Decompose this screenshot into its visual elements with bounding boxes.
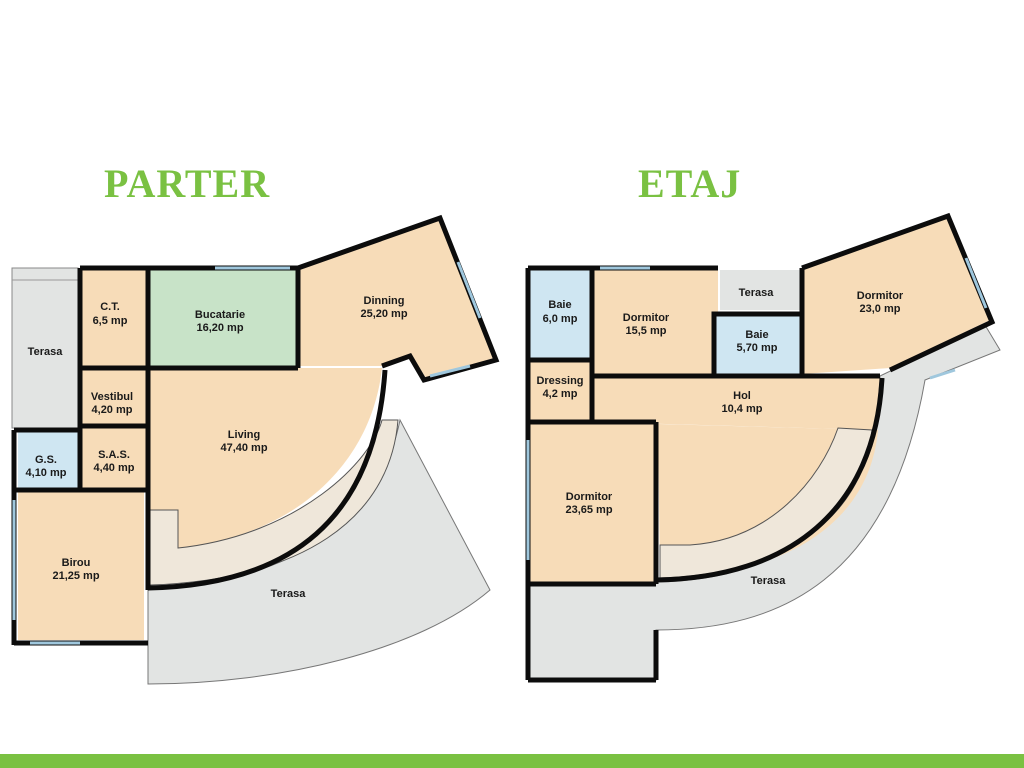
- parter-gs-name: G.S.: [35, 454, 57, 466]
- parter-bucatarie-area: 16,20 mp: [196, 322, 243, 334]
- parter-sas-shape: [82, 428, 148, 488]
- etaj-dormitor3-shape: [530, 424, 654, 582]
- etaj-plan: Baie 6,0 mp Dormitor 15,5 mp Terasa Baie…: [525, 212, 1001, 683]
- parter-sas-name: S.A.S.: [98, 449, 130, 461]
- etaj-baie2-area: 5,70 mp: [737, 342, 778, 354]
- parter-windows: [12, 261, 482, 645]
- parter-living-name: Living: [228, 429, 260, 441]
- etaj-dressing-name: Dressing: [536, 375, 583, 387]
- parter-ct-shape: [82, 270, 148, 366]
- etaj-dormitor2-shape: [802, 218, 990, 374]
- etaj-top-terrace-shape: [720, 270, 800, 310]
- parter-sas-area: 4,40 mp: [94, 462, 135, 474]
- etaj-hol-name: Hol: [733, 390, 751, 402]
- parter-gs-area: 4,10 mp: [26, 467, 67, 479]
- parter-ct-area: 6,5 mp: [93, 315, 128, 327]
- etaj-baie2-shape: [716, 316, 802, 374]
- parter-living-area: 47,40 mp: [220, 442, 267, 454]
- etaj-dressing-shape: [530, 362, 592, 420]
- parter-living-shape: [150, 368, 382, 548]
- parter-dinning-area: 25,20 mp: [360, 308, 407, 320]
- parter-kitchen-shape: [150, 270, 298, 366]
- parter-terasa-left-name: Terasa: [28, 346, 64, 358]
- parter-vestibul-shape: [82, 370, 148, 424]
- bottom-accent-bar: [0, 754, 1024, 768]
- parter-dinning-name: Dinning: [364, 295, 405, 307]
- etaj-dormitor1-name: Dormitor: [623, 312, 670, 324]
- etaj-baie1-area: 6,0 mp: [543, 313, 578, 325]
- etaj-title: ETAJ: [638, 161, 742, 206]
- parter-bucatarie-name: Bucatarie: [195, 309, 245, 321]
- etaj-dormitor2-name: Dormitor: [857, 290, 904, 302]
- parter-gs-shape: [18, 432, 80, 488]
- parter-birou-shape: [18, 492, 144, 640]
- etaj-hol-area: 10,4 mp: [722, 403, 763, 415]
- parter-vestibul-name: Vestibul: [91, 391, 133, 403]
- parter-birou-name: Birou: [62, 557, 91, 569]
- etaj-dormitor2-area: 23,0 mp: [860, 303, 901, 315]
- etaj-hol-shape: [594, 376, 880, 430]
- etaj-baie2-name: Baie: [745, 329, 768, 341]
- etaj-baie1-name: Baie: [548, 299, 571, 311]
- parter-title: PARTER: [104, 161, 271, 206]
- parter-plan: Terasa C.T. 6,5 mp Bucatarie 16,20 mp Di…: [11, 214, 500, 685]
- etaj-dormitor3-area: 23,65 mp: [565, 504, 612, 516]
- parter-terasa-name: Terasa: [271, 588, 307, 600]
- etaj-windows: [526, 257, 988, 560]
- etaj-terasa-name: Terasa: [751, 575, 787, 587]
- parter-ct-name: C.T.: [100, 301, 120, 313]
- etaj-dormitor1-area: 15,5 mp: [626, 325, 667, 337]
- etaj-terasa-top-name: Terasa: [739, 287, 775, 299]
- etaj-baie1-shape: [530, 270, 590, 358]
- etaj-dormitor1-shape: [594, 270, 718, 374]
- parter-dinning-shape: [298, 220, 494, 378]
- etaj-dormitor3-name: Dormitor: [566, 491, 613, 503]
- parter-walls: [11, 214, 500, 646]
- etaj-dressing-area: 4,2 mp: [543, 388, 578, 400]
- parter-vestibul-area: 4,20 mp: [92, 404, 133, 416]
- parter-birou-area: 21,25 mp: [52, 570, 99, 582]
